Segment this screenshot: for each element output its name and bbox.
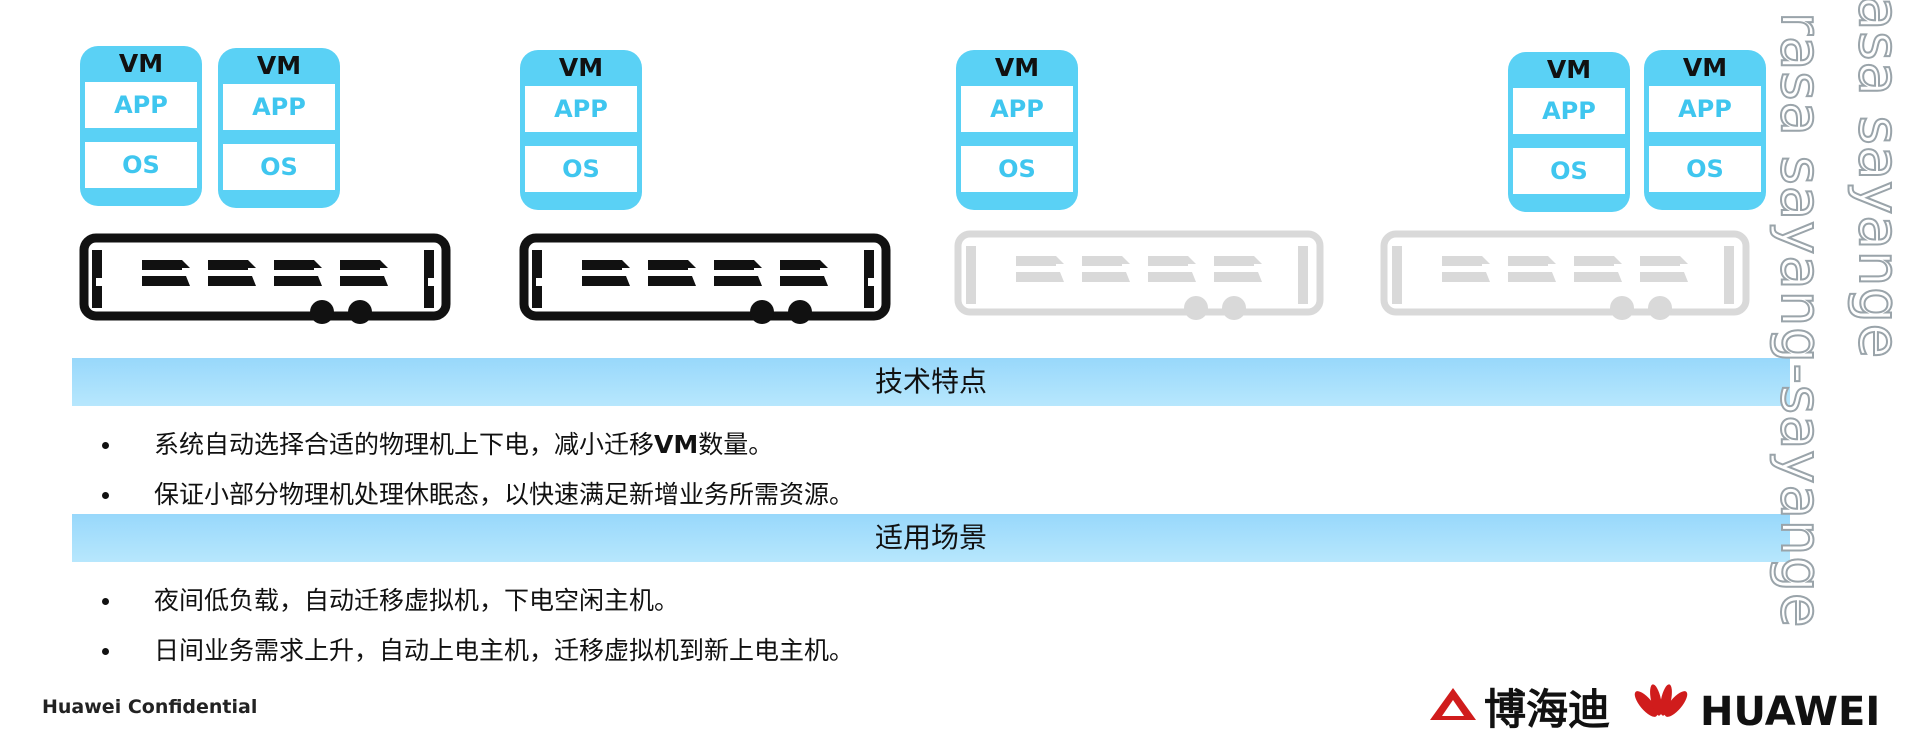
os-label: OS: [961, 146, 1073, 192]
vm-card: VM APP OS: [956, 50, 1078, 210]
bullet-icon: [102, 648, 109, 655]
list-item: 系统自动选择合适的物理机上下电，减小迁移VM数量。: [102, 420, 854, 470]
bullet-text-bold: VM: [654, 430, 699, 459]
bullet-text: 系统自动选择合适的物理机上下电，减小迁移: [154, 430, 655, 459]
vm-card: VM APP OS: [1644, 50, 1766, 210]
list-item: 保证小部分物理机处理休眠态，以快速满足新增业务所需资源。: [102, 470, 854, 520]
vm-card: VM APP OS: [218, 48, 340, 208]
os-label: OS: [85, 142, 197, 188]
list-item: 夜间低负载，自动迁移虚拟机，下电空闲主机。: [102, 576, 854, 626]
vm-label: VM: [118, 49, 164, 78]
watermark-text: rasa sayang-sayange: [1767, 11, 1834, 629]
vm-card: VM APP OS: [80, 46, 202, 206]
vm-label: VM: [1546, 55, 1592, 84]
vm-label: VM: [1682, 53, 1728, 82]
vm-label: VM: [558, 53, 604, 82]
list-item: 日间业务需求上升，自动上电主机，迁移虚拟机到新上电主机。: [102, 626, 854, 676]
scenarios-list: 夜间低负载，自动迁移虚拟机，下电空闲主机。 日间业务需求上升，自动上电主机，迁移…: [102, 576, 854, 676]
os-label: OS: [1513, 148, 1625, 194]
bhd-logo-icon: [1430, 688, 1476, 720]
vm-card: VM APP OS: [1508, 52, 1630, 212]
app-label: APP: [223, 84, 335, 130]
brand-name-cn: 博海迪: [1484, 685, 1611, 734]
bullet-text: 日间业务需求上升，自动上电主机，迁移虚拟机到新上电主机。: [154, 636, 855, 665]
os-label: OS: [223, 144, 335, 190]
server-icon-idle: [954, 230, 1324, 320]
app-label: APP: [1513, 88, 1625, 134]
bullet-icon: [102, 442, 109, 449]
section-heading-features: 技术特点: [72, 358, 1790, 406]
server-icon-active: [519, 233, 891, 324]
watermark-text: rasa sayange: [1845, 0, 1905, 360]
server-icon-idle: [1380, 230, 1750, 320]
brand-name-en: HUAWEI: [1700, 689, 1881, 735]
app-label: APP: [525, 86, 637, 132]
footer-confidential: Huawei Confidential: [42, 696, 258, 718]
vm-label: VM: [256, 51, 302, 80]
vm-label: VM: [994, 53, 1040, 82]
server-icon-active: [79, 233, 451, 324]
bullet-text: 数量。: [698, 430, 774, 459]
app-label: APP: [961, 86, 1073, 132]
os-label: OS: [1649, 146, 1761, 192]
bullet-icon: [102, 598, 109, 605]
bullet-icon: [102, 492, 109, 499]
section-heading-scenarios: 适用场景: [72, 514, 1790, 562]
huawei-logo-icon: [1634, 684, 1688, 717]
app-label: APP: [1649, 86, 1761, 132]
app-label: APP: [85, 82, 197, 128]
bullet-text: 夜间低负载，自动迁移虚拟机，下电空闲主机。: [154, 586, 680, 615]
bullet-text: 保证小部分物理机处理休眠态，以快速满足新增业务所需资源。: [154, 480, 855, 509]
os-label: OS: [525, 146, 637, 192]
vm-card: VM APP OS: [520, 50, 642, 210]
features-list: 系统自动选择合适的物理机上下电，减小迁移VM数量。 保证小部分物理机处理休眠态，…: [102, 420, 854, 520]
